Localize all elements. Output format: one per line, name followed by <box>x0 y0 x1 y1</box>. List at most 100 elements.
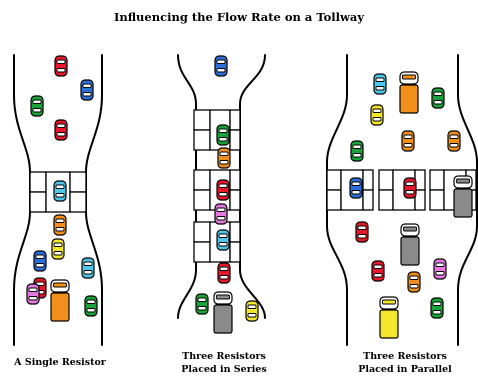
single-car-cyan-10-rear-window <box>83 270 93 275</box>
toll-booth-series-1-right <box>229 109 241 151</box>
series-truck-gray-22-cab-window <box>216 294 230 300</box>
parallel-truck-gray-33-cab-window <box>456 178 470 184</box>
parallel-car-orange-29-rear-window <box>403 143 413 148</box>
series-car-green-15-body <box>216 124 230 146</box>
caption-parallel-resistors: Three Resistors Placed in Parallel <box>340 350 470 376</box>
parallel-truck-yellow-39-trailer <box>379 309 399 339</box>
series-car-yellow-23 <box>245 300 259 322</box>
single-car-pink-11-rear-window <box>28 296 38 301</box>
parallel-car-green-26-windshield <box>433 91 443 96</box>
series-car-green-21-windshield <box>197 297 207 302</box>
parallel-car-blue-31-windshield <box>351 181 361 186</box>
single-car-red-1-rear-window <box>56 68 66 73</box>
toll-booth-series-1-right-cell <box>229 129 241 151</box>
parallel-car-orange-30 <box>447 130 461 152</box>
parallel-truck-gray-35-trailer <box>400 236 420 266</box>
caption-parallel-line-1: Three Resistors <box>363 351 447 362</box>
parallel-truck-gray-33 <box>453 175 473 218</box>
single-car-green-3-windshield <box>32 99 42 104</box>
series-car-red-17-windshield <box>218 183 228 188</box>
series-truck-gray-22-trailer <box>213 304 233 334</box>
toll-booth-series-2-right-cell <box>229 169 241 191</box>
toll-booth-series-1-left <box>193 109 211 151</box>
series-car-green-15-windshield <box>218 128 228 133</box>
series-car-green-21-body <box>195 293 209 315</box>
series-car-yellow-23-rear-window <box>247 313 257 318</box>
series-car-yellow-23-body <box>245 300 259 322</box>
single-car-green-3 <box>30 95 44 117</box>
parallel-car-yellow-27-rear-window <box>372 117 382 122</box>
single-car-yellow-7-windshield <box>53 242 63 247</box>
parallel-truck-gray-35-cab-window <box>403 226 417 232</box>
single-truck-orange-12 <box>50 279 70 322</box>
toll-booth-series-3-left <box>193 221 211 263</box>
parallel-car-cyan-24 <box>373 73 387 95</box>
single-car-cyan-5-rear-window <box>55 193 65 198</box>
single-car-cyan-5-body <box>53 180 67 202</box>
parallel-car-green-28-rear-window <box>352 153 362 158</box>
single-car-yellow-7-rear-window <box>53 251 63 256</box>
parallel-car-red-36-body <box>371 260 385 282</box>
single-car-blue-2-rear-window <box>82 92 92 97</box>
parallel-car-yellow-27 <box>370 104 384 126</box>
series-car-blue-14-windshield <box>216 59 226 64</box>
parallel-truck-yellow-39-cab-window <box>382 299 396 305</box>
toll-booth-series-2-right <box>229 169 241 211</box>
series-car-green-21-rear-window <box>197 306 207 311</box>
single-car-green-3-body <box>30 95 44 117</box>
parallel-car-green-26 <box>431 87 445 109</box>
series-car-red-17 <box>216 179 230 201</box>
parallel-car-green-28-body <box>350 140 364 162</box>
single-car-green-13-rear-window <box>86 308 96 313</box>
series-car-pink-18-body <box>214 203 228 225</box>
single-car-red-4-body <box>54 119 68 141</box>
series-car-blue-14-body <box>214 55 228 77</box>
parallel-car-green-40-rear-window <box>432 310 442 315</box>
single-car-cyan-5 <box>53 180 67 202</box>
parallel-car-red-32 <box>403 177 417 199</box>
series-car-cyan-19 <box>216 229 230 251</box>
diagram-title: Influencing the Flow Rate on a Tollway <box>113 10 365 24</box>
toll-booth-parallel-b-left-cell <box>378 169 394 191</box>
parallel-car-pink-38-body <box>433 258 447 280</box>
series-car-green-21 <box>195 293 209 315</box>
toll-booth-parallel-c-left-cell <box>429 189 445 211</box>
series-car-orange-16-windshield <box>219 151 229 156</box>
parallel-car-yellow-27-body <box>370 104 384 126</box>
parallel-car-yellow-27-windshield <box>372 108 382 113</box>
series-car-green-15 <box>216 124 230 146</box>
series-car-yellow-23-windshield <box>247 304 257 309</box>
parallel-car-orange-37-body <box>407 271 421 293</box>
parallel-car-red-32-body <box>403 177 417 199</box>
series-car-green-15-rear-window <box>218 137 228 142</box>
single-car-green-3-rear-window <box>32 108 42 113</box>
parallel-car-green-28-windshield <box>352 144 362 149</box>
series-car-red-20-windshield <box>219 266 229 271</box>
parallel-truck-yellow-39 <box>379 296 399 339</box>
vehicle-layer <box>26 55 473 339</box>
series-truck-gray-22 <box>213 291 233 334</box>
parallel-car-red-36-windshield <box>373 264 383 269</box>
single-car-green-13 <box>84 295 98 317</box>
series-car-cyan-19-rear-window <box>218 242 228 247</box>
parallel-car-orange-29-body <box>401 130 415 152</box>
parallel-car-red-36 <box>371 260 385 282</box>
toll-booth-series-2-right-cell <box>229 189 241 211</box>
single-car-red-1 <box>54 55 68 77</box>
parallel-car-orange-37-rear-window <box>409 284 419 289</box>
parallel-car-orange-30-windshield <box>449 134 459 139</box>
toll-booth-series-3-left-cell <box>193 221 211 243</box>
toll-booth-series-2-left <box>193 169 211 211</box>
parallel-truck-orange-25 <box>399 71 419 114</box>
parallel-car-green-26-rear-window <box>433 100 443 105</box>
single-car-red-4-rear-window <box>56 132 66 137</box>
single-car-yellow-7 <box>51 238 65 260</box>
toll-booth-parallel-a-right <box>362 169 374 211</box>
toll-booth-parallel-c-left <box>429 169 445 211</box>
toll-booth-series-1-left-cell <box>193 109 211 131</box>
parallel-car-red-36-rear-window <box>373 273 383 278</box>
parallel-car-orange-37-windshield <box>409 275 419 280</box>
caption-parallel-line-2: Placed in Parallel <box>358 364 452 375</box>
toll-booth-parallel-a-right-cell <box>362 169 374 191</box>
